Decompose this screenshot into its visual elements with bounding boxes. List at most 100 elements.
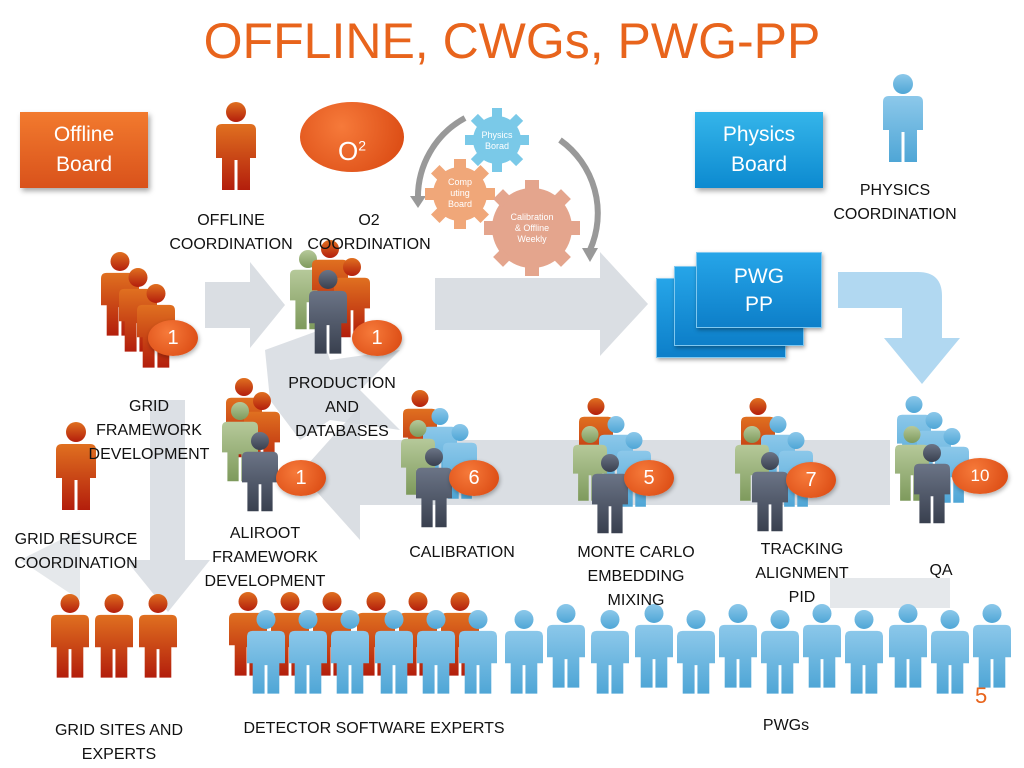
person-detector-expert <box>289 610 327 694</box>
person-tracking <box>752 452 788 532</box>
label-aliroot: ALIROOT FRAMEWORK DEVELOPMENT <box>200 522 330 594</box>
gear-computing-line1: Comp <box>447 177 472 187</box>
arrow-grid-to-production <box>205 262 285 348</box>
label-monte-carlo: MONTE CARLO EMBEDDING MIXING <box>570 541 702 613</box>
person-grid-sites <box>139 594 177 678</box>
gear-calibration-line2: & Offline <box>514 223 550 233</box>
arrow-pwgpp-to-qa <box>838 272 960 384</box>
label-grid-framework-l3: DEVELOPMENT <box>88 446 210 463</box>
person-pwg <box>889 604 927 688</box>
offline-board-line2: Board <box>55 153 113 176</box>
gear-physics-line1: Physics <box>481 130 513 140</box>
label-monte-carlo-l2: EMBEDDING <box>587 568 685 585</box>
gear-computing <box>425 159 495 229</box>
physics-board-line2: Board <box>730 153 788 176</box>
label-detector-experts: DETECTOR SOFTWARE EXPERTS <box>236 717 512 741</box>
person-detector-expert <box>375 610 413 694</box>
label-o2-coordination-l2: COORDINATION <box>307 236 431 253</box>
label-grid-framework-l2: FRAMEWORK <box>96 422 202 439</box>
offline-board-line1: Offline <box>53 123 115 146</box>
label-grid-resource: GRID RESURCE COORDINATION <box>8 528 144 576</box>
pwg-pp-card: PWG PP <box>696 252 822 328</box>
page-number: 5 <box>975 683 988 708</box>
label-physics-coordination-l2: COORDINATION <box>833 206 957 223</box>
person-grid-sites <box>95 594 133 678</box>
label-production-l1: PRODUCTION <box>288 375 396 392</box>
person-detector-expert <box>459 610 497 694</box>
gear-calibration-label: Calibration & Offline Weekly <box>502 212 562 245</box>
label-production-l2: AND <box>325 399 359 416</box>
gear-cycle-arc <box>414 115 467 201</box>
gear-physics-line2: Borad <box>484 141 510 151</box>
gear-physics <box>465 108 529 172</box>
label-offline-coordination-l1: OFFLINE <box>197 212 265 229</box>
gear-calibration-line1: Calibration <box>510 212 554 222</box>
label-grid-resource-l2: COORDINATION <box>14 555 138 572</box>
label-production: PRODUCTION AND DATABASES <box>282 372 402 444</box>
o2-circle: O2 <box>300 102 404 172</box>
person-aliroot <box>242 432 278 512</box>
person-pwg <box>505 610 543 694</box>
o2-text: O <box>337 136 359 166</box>
person-offline-coordination <box>216 102 256 190</box>
label-aliroot-l2: FRAMEWORK <box>212 549 318 566</box>
badge-monte-carlo: 5 <box>624 460 674 496</box>
label-aliroot-l1: ALIROOT <box>229 525 301 542</box>
gear-computing-line3: Board <box>447 199 473 209</box>
label-tracking-l1: TRACKING <box>760 541 844 558</box>
gear-computing-label: Comp uting Board <box>440 177 480 210</box>
person-pwg <box>591 610 629 694</box>
label-monte-carlo-l3: MIXING <box>607 592 665 609</box>
label-qa-l1: QA <box>929 562 953 579</box>
person-detector-expert <box>417 610 455 694</box>
badge-qa: 10 <box>952 458 1008 494</box>
label-grid-sites-l1: GRID SITES AND <box>54 722 184 739</box>
person-physics-coordination <box>883 74 923 162</box>
label-detector-experts-l1: DETECTOR SOFTWARE EXPERTS <box>243 720 505 737</box>
label-production-l3: DATABASES <box>295 423 389 440</box>
label-grid-framework-l1: GRID <box>129 398 169 415</box>
person-pwg <box>547 604 585 688</box>
label-o2-coordination-l1: O2 <box>358 212 380 229</box>
physics-board-line1: Physics <box>722 123 796 146</box>
label-tracking: TRACKING ALIGNMENT PID <box>742 538 862 610</box>
gear-calibration-line3: Weekly <box>517 234 547 244</box>
label-physics-coordination-l1: PHYSICS <box>859 182 931 199</box>
label-pwgs-l1: PWGs <box>762 717 810 734</box>
label-grid-framework: GRID FRAMEWORK DEVELOPMENT <box>88 395 210 467</box>
slide-title: OFFLINE, CWGs, PWG-PP <box>203 13 821 69</box>
person-pwg <box>803 604 841 688</box>
person-pwg <box>931 610 969 694</box>
arrow-cross <box>265 330 400 440</box>
person-grid-sites <box>51 594 89 678</box>
label-tracking-l2: ALIGNMENT <box>755 565 849 582</box>
person-pwg <box>973 604 1011 688</box>
badge-grid-framework: 1 <box>148 320 198 356</box>
person-grid-resource <box>56 422 96 510</box>
person-pwg <box>677 610 715 694</box>
label-monte-carlo-l1: MONTE CARLO <box>577 544 695 561</box>
physics-board: Physics Board <box>695 112 823 188</box>
gear-computing-line2: uting <box>450 188 470 198</box>
label-grid-sites-l2: EXPERTS <box>81 746 157 763</box>
arrow-bottom-right <box>830 578 950 608</box>
person-pwg <box>761 610 799 694</box>
person-monte-carlo <box>592 454 628 534</box>
offline-board: Offline Board <box>20 112 148 188</box>
label-calibration: CALIBRATION <box>402 541 522 565</box>
label-aliroot-l3: DEVELOPMENT <box>204 573 326 590</box>
person-qa <box>914 444 950 524</box>
pwg-pp-line1: PWG <box>733 265 785 288</box>
gear-calibration <box>484 180 580 276</box>
label-o2-coordination: O2 COORDINATION <box>302 209 436 257</box>
label-offline-coordination-l2: COORDINATION <box>169 236 293 253</box>
badge-production: 1 <box>352 320 402 356</box>
person-detector-expert <box>247 610 285 694</box>
label-offline-coordination: OFFLINE COORDINATION <box>166 209 296 257</box>
person-calibration <box>416 448 452 528</box>
label-pwgs: PWGs <box>756 714 816 738</box>
label-calibration-l1: CALIBRATION <box>409 544 515 561</box>
o2-sup: 2 <box>358 137 367 154</box>
arrow-production-to-pwgpp <box>435 252 648 356</box>
